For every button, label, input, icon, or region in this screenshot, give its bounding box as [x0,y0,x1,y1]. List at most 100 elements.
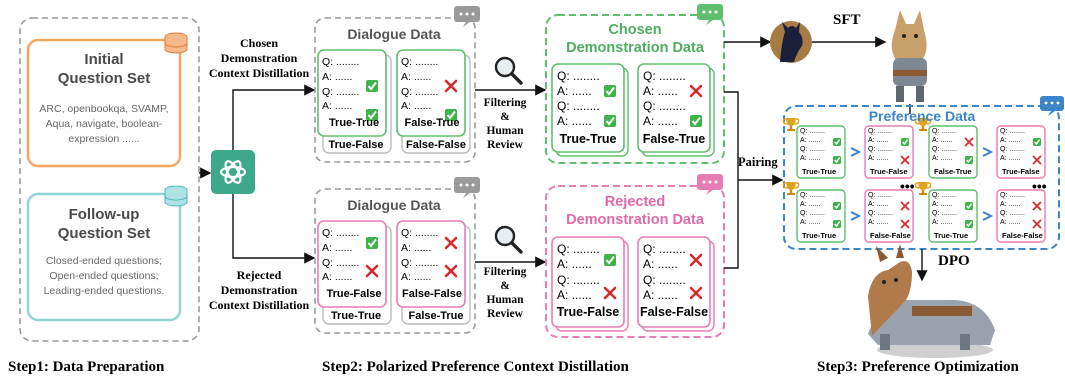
preference-card-label: False-False [1002,231,1043,240]
preference-card-label: False-False [870,231,911,240]
question-line: Q: ........ [557,273,600,287]
check-icon [964,155,974,165]
answer-line: A: ...... [557,84,592,98]
question-line: Q: ........ [322,56,360,68]
chosen-label-true-true: True-True [559,132,617,146]
question-line: Q: ........ [401,257,439,269]
chosen-demo-title-line1: Chosen [608,22,662,38]
question-line: Q: ........ [868,146,893,153]
preference-chosen-card [796,125,846,179]
chat-bubble-icon-pink [697,174,723,195]
answer-line: A: ...... [800,201,821,208]
rejected-demonstration-box [545,185,725,338]
filtering-top-line3: Human [486,125,524,137]
check-icon [964,219,974,229]
answer-line: A: ...... [322,271,353,283]
followup-title: Follow-up Question Set [58,205,151,243]
question-line: Q: ........ [557,99,600,113]
question-line: Q: ........ [643,69,686,83]
question-line: Q: ........ [868,128,893,135]
answer-line: A: ...... [932,219,953,226]
answer-line: A: ...... [643,257,678,271]
question-line: Q: ........ [401,86,439,98]
step1-panel [19,17,200,342]
answer-line: A: ...... [868,201,889,208]
magnifier-icon-bottom [494,225,523,254]
card-label-true-false: True-False [326,288,382,300]
armored-llama-icon [891,10,927,102]
dialogue-data-box-bottom [314,188,476,334]
question-line: Q: ........ [1000,146,1025,153]
trophy-icon [782,117,800,132]
rejected-demo-title: Rejected Demonstration Data [566,193,704,229]
followup-title-line2: Question Set [57,225,151,242]
dpo-armored-llama-icon [868,244,995,358]
chosen-distill-line2: Demonstration [220,51,298,65]
check-icon [832,219,842,229]
question-line: Q: ........ [932,192,957,199]
answer-line: A: ...... [868,219,889,226]
answer-line: A: ...... [322,71,353,83]
filtering-bottom-line3: Human [486,294,524,306]
filtering-top-line1: Filtering [483,97,527,109]
preference-card-label: True-True [802,167,837,176]
database-icon-orange [164,32,188,54]
preference-card-label: True-True [802,231,837,240]
answer-line: A: ...... [1000,137,1021,144]
rejected-distill-line3: Context Distillation [208,298,310,312]
answer-line: A: ...... [1000,201,1021,208]
answer-line: A: ...... [800,155,821,162]
check-icon [900,137,910,147]
answer-line: A: ...... [643,84,678,98]
card-label-false-false: False-False [402,288,462,300]
answer-line: A: ...... [932,155,953,162]
preference-card-label: False-True [934,167,972,176]
rejected-demo-title-line2: Demonstration Data [566,212,704,228]
ellipsis-left: ••• [900,178,915,194]
answer-line: A: ...... [1000,219,1021,226]
card-label-true-true: True-True [330,310,382,322]
preference-rejected-card [996,125,1046,179]
dialogue-data-box-top [314,17,476,163]
question-line: Q: ........ [401,56,439,68]
chat-bubble-icon-green [697,4,723,25]
trophy-icon [914,181,932,196]
step2-caption: Step2: Polarized Preference Context Dist… [322,359,629,375]
rejected-distillation-label: Rejected Demonstration Context Distillat… [209,268,309,313]
check-icon [1032,137,1042,147]
answer-line: A: ...... [868,137,889,144]
filtering-top-line2: & [500,111,510,123]
answer-line: A: ...... [557,114,592,128]
preference-card-label: True-True [934,231,969,240]
answer-line: A: ...... [643,114,678,128]
answer-line: A: ...... [868,155,889,162]
question-line: Q: ........ [557,242,600,256]
chat-bubble-icon-gray-top [454,6,480,27]
base-llama-avatar [770,21,812,63]
question-line: Q: ........ [322,227,360,239]
preference-chosen-card [796,189,846,243]
chosen-demo-title-line2: Demonstration Data [566,40,704,56]
initial-question-set-box [26,38,182,168]
rejected-label-false-false: False-False [639,305,709,319]
filtering-top-line4: Review [487,139,523,151]
answer-line: A: ...... [800,219,821,226]
question-line: Q: ........ [401,227,439,239]
filtering-label-bottom: Filtering & Human Review [484,265,527,321]
answer-line: A: ...... [932,137,953,144]
preference-card-label: True-False [870,167,908,176]
magnifier-icon-top [494,56,523,85]
question-line: Q: ........ [800,210,825,217]
filtering-bottom-line2: & [500,280,510,292]
question-line: Q: ........ [932,210,957,217]
followup-question-set-box [26,192,182,322]
step1-caption: Step1: Data Preparation [8,359,165,375]
question-line: Q: ........ [1000,128,1025,135]
ellipsis-right: ••• [1032,178,1047,194]
initial-title-line2: Question Set [57,70,151,87]
question-line: Q: ........ [800,146,825,153]
initial-desc: ARC, openbookqa, SVAMP, Aqua, navigate, … [39,102,168,147]
question-line: Q: ........ [868,210,893,217]
followup-desc-line2: Open-ended questions; [49,270,159,282]
